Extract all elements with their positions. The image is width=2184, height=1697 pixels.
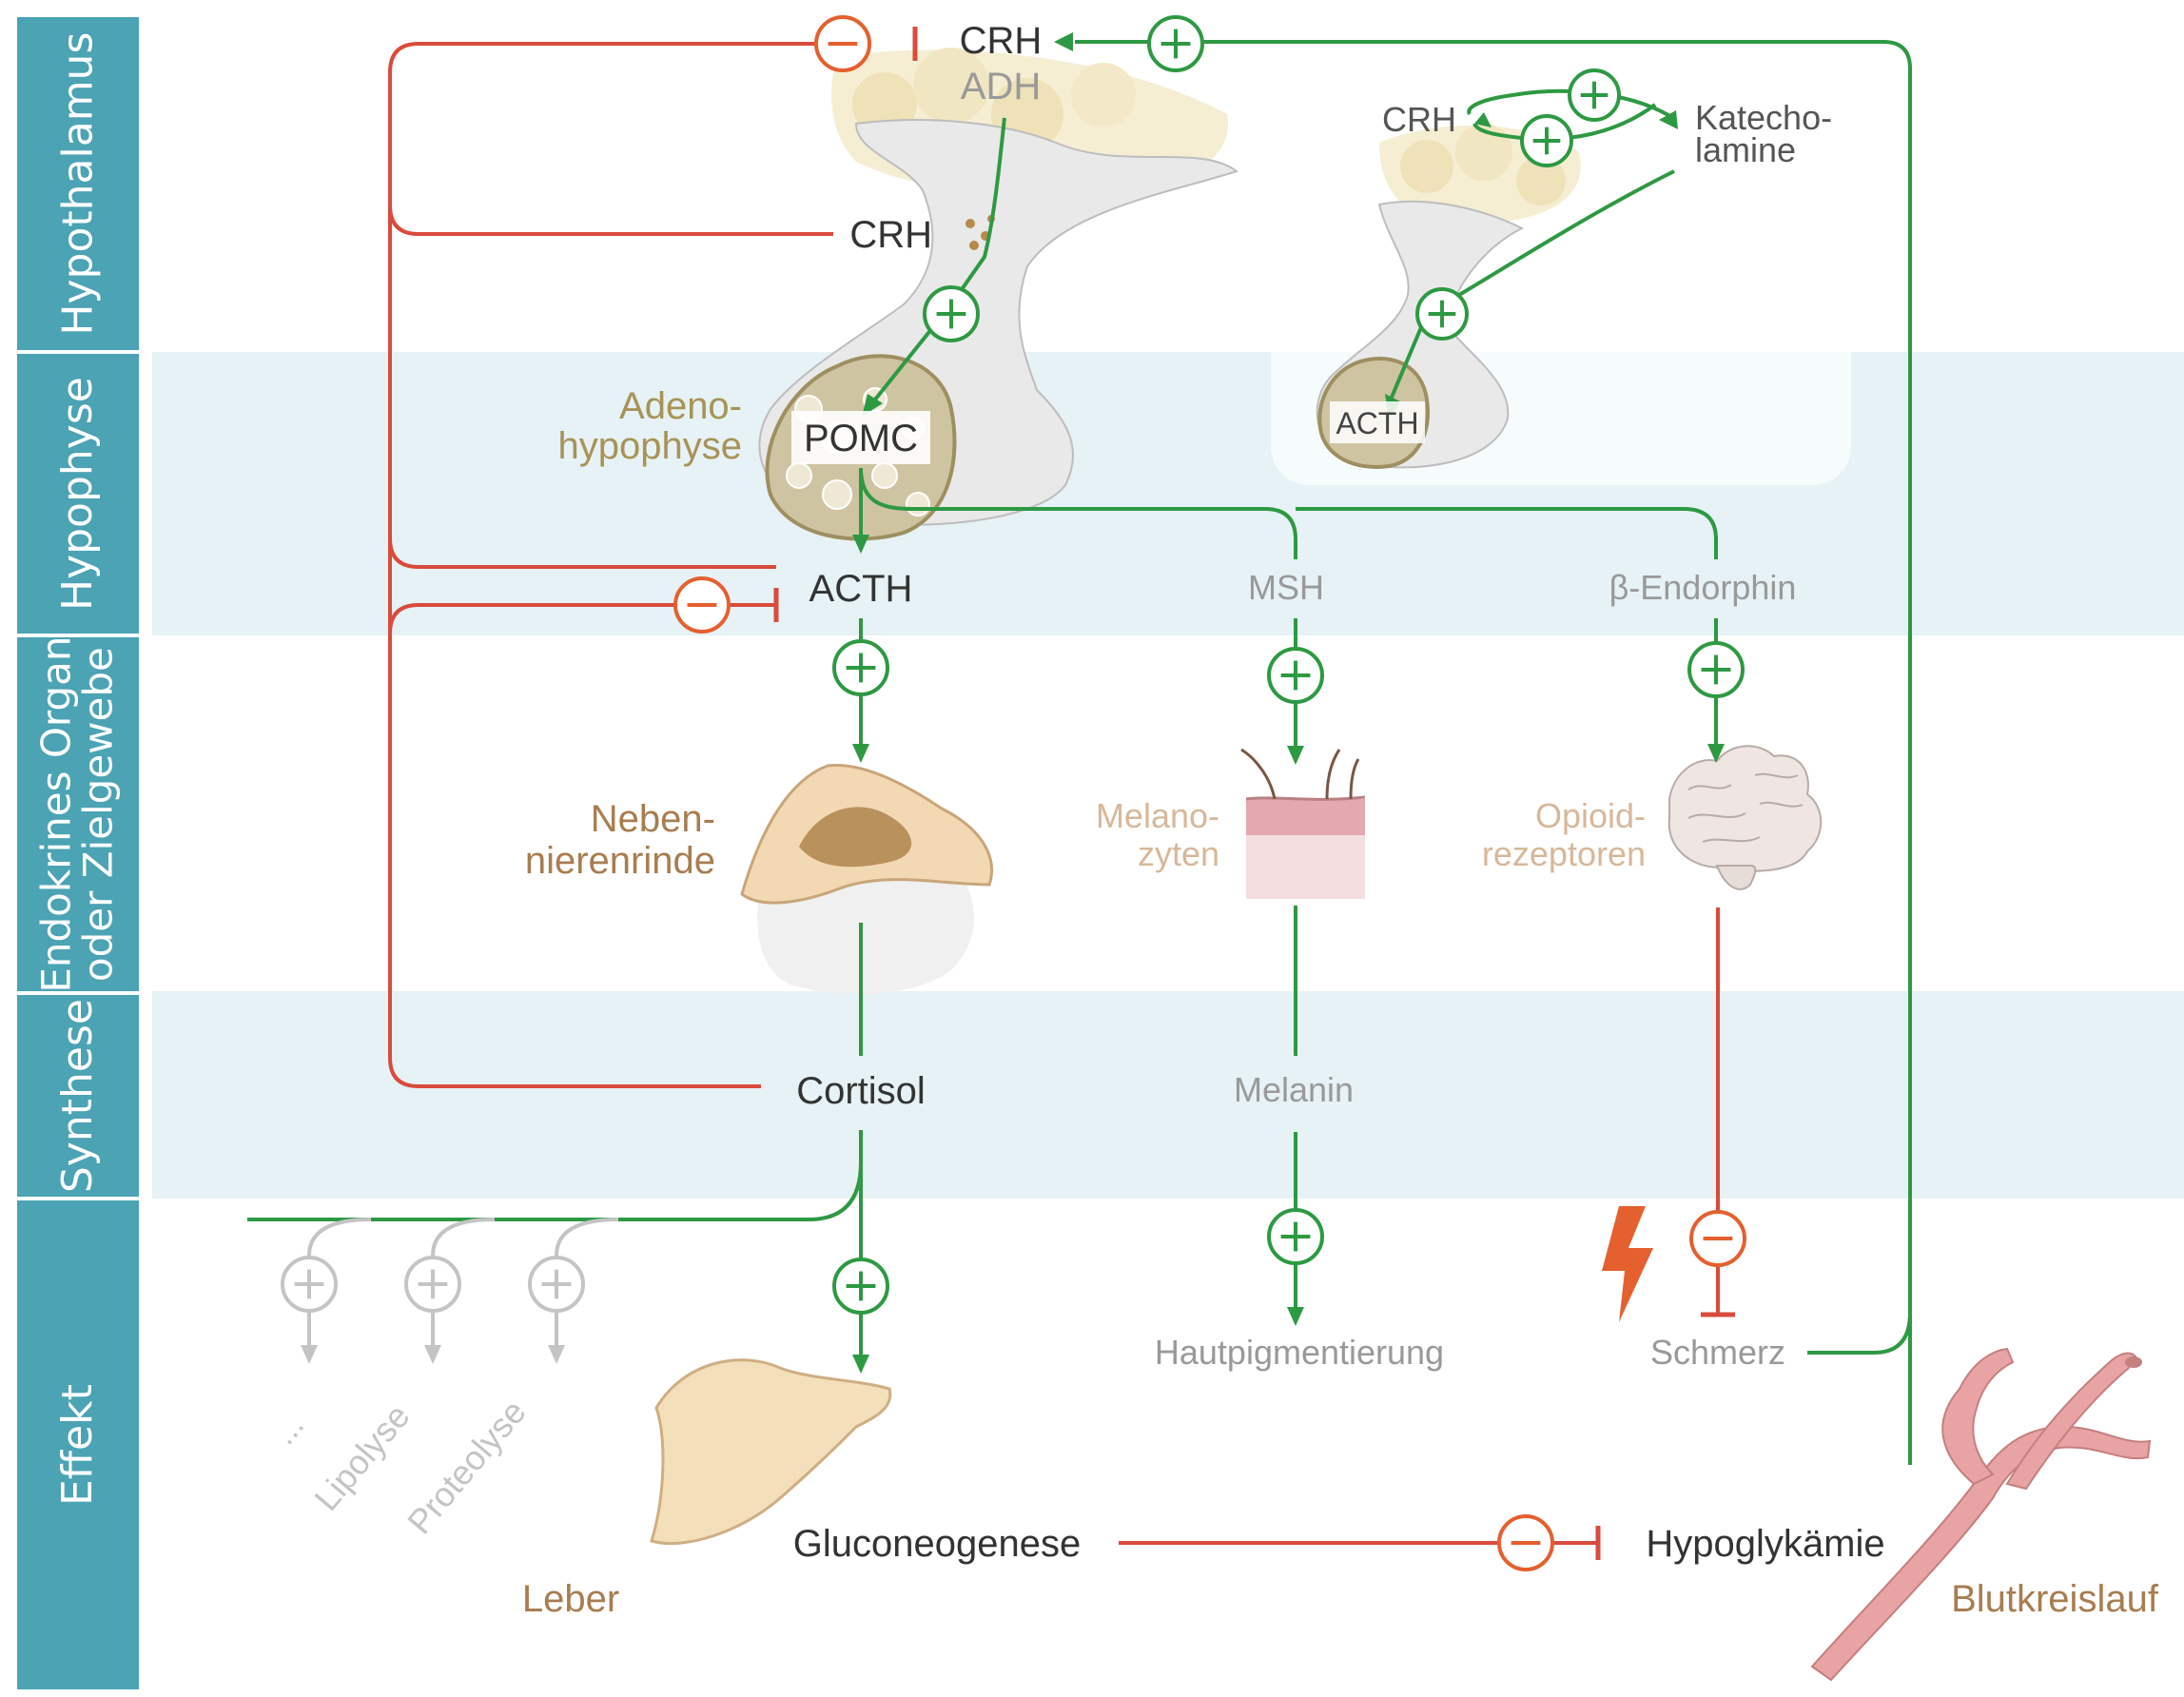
- positive-pathways: [247, 40, 1912, 1465]
- row-text-synthese: Synthese: [52, 998, 102, 1194]
- row-label-hypophyse: Hypophyse: [17, 354, 139, 634]
- row-text-effekt: Effekt: [52, 1384, 102, 1506]
- effect-symbols: [281, 15, 1746, 1571]
- inset-label-katecho-2: lamine: [1695, 130, 1796, 169]
- label-melano-1: Melano-: [1096, 796, 1219, 835]
- blood-vessel-icon: [1810, 1347, 2152, 1682]
- label-hypoglykaemie: Hypoglykämie: [1646, 1523, 1884, 1565]
- faded-arrow-heads: [301, 1345, 565, 1364]
- label-nnr-1: Neben-: [591, 798, 715, 840]
- label-crh-mid: CRH: [849, 214, 932, 256]
- label-adh: ADH: [961, 66, 1041, 107]
- label-leber: Leber: [522, 1578, 619, 1620]
- adrenal-cortex-icon: [740, 763, 994, 994]
- pomc-box: [791, 411, 930, 464]
- label-cortisol: Cortisol: [796, 1070, 926, 1112]
- faded-branches: [307, 1218, 619, 1351]
- label-adeno-1: Adeno-: [619, 385, 742, 427]
- row-label-hypothalamus: Hypothalamus: [17, 17, 139, 350]
- brain-icon: [1667, 745, 1823, 890]
- band-synthese: [152, 991, 2184, 1199]
- lightning-icon: [1602, 1206, 1653, 1322]
- label-gluconeogenese: Gluconeogenese: [793, 1523, 1081, 1565]
- row-text-organ-1: Endokrines Organ: [32, 635, 80, 993]
- label-melanin: Melanin: [1234, 1070, 1354, 1109]
- row-label-synthese: Synthese: [17, 995, 139, 1197]
- label-adeno-2: hypophyse: [558, 425, 742, 467]
- label-pomc: POMC: [804, 418, 918, 459]
- inset-label-crh: CRH: [1382, 100, 1456, 139]
- label-melano-2: zyten: [1138, 834, 1219, 873]
- label-ellipsis: ...: [266, 1408, 311, 1452]
- label-msh: MSH: [1248, 568, 1324, 607]
- row-text-hypophyse: Hypophyse: [52, 377, 102, 611]
- row-label-effekt: Effekt: [17, 1200, 139, 1689]
- label-lipolyse: Lipolyse: [306, 1396, 417, 1518]
- skin-hair-icon: [1240, 748, 1366, 899]
- inset-label-acth: ACTH: [1336, 406, 1418, 440]
- label-schmerz: Schmerz: [1650, 1333, 1785, 1372]
- band-hypophyse: [152, 352, 2184, 635]
- label-nnr-2: nierenrinde: [525, 840, 715, 882]
- inset-acth-box: [1330, 401, 1425, 443]
- inhibition-bars: [773, 27, 1735, 1560]
- liver-icon: [650, 1358, 892, 1546]
- row-text-hypothalamus: Hypothalamus: [52, 31, 102, 336]
- label-crh-top: CRH: [960, 20, 1043, 62]
- inset-label-katecho-1: Katecho-: [1695, 98, 1832, 137]
- label-acth: ACTH: [809, 568, 913, 610]
- row-text-organ-2: oder Zielgewebe: [75, 647, 123, 982]
- label-endorphin: β-Endorphin: [1609, 568, 1797, 607]
- label-hautpigmentierung: Hautpigmentierung: [1155, 1333, 1444, 1372]
- label-opioid-1: Opioid-: [1535, 796, 1646, 835]
- label-blutkreislauf: Blutkreislauf: [1951, 1578, 2159, 1620]
- label-proteolyse: Proteolyse: [400, 1393, 534, 1542]
- labels: CRH ADH CRH Adeno- hypophyse POMC ACTH M…: [266, 20, 2159, 1620]
- label-opioid-2: rezeptoren: [1482, 834, 1646, 873]
